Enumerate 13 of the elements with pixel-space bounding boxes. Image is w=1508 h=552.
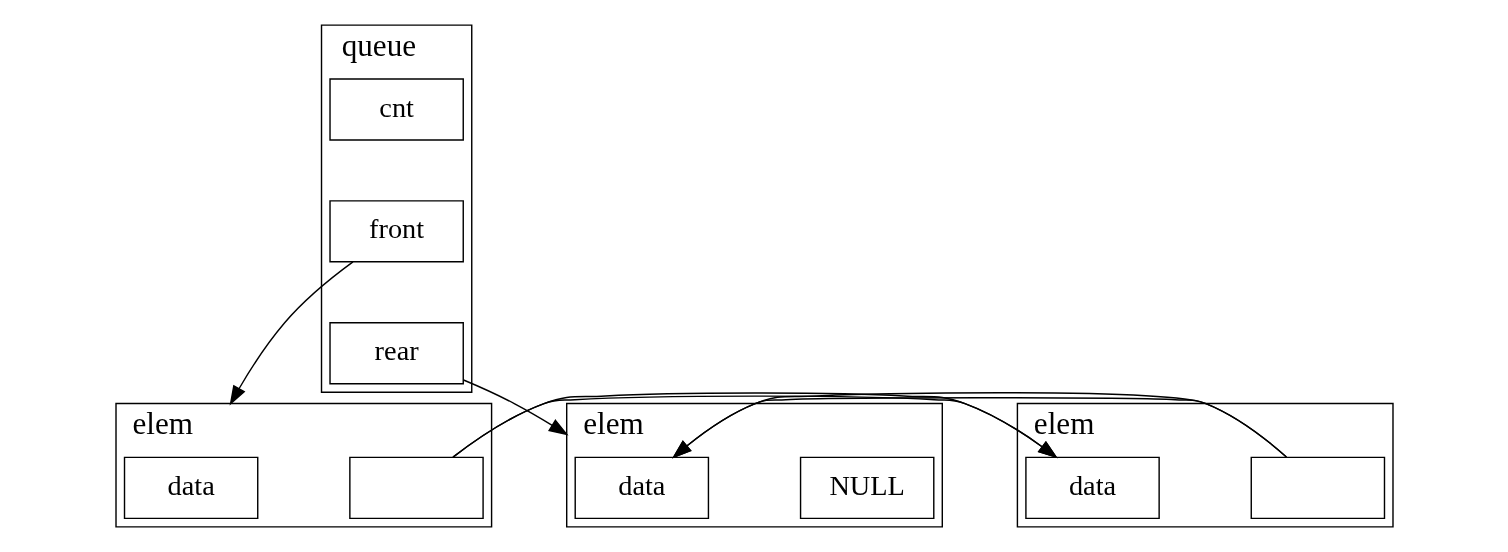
- arrow: [229, 261, 354, 406]
- node-box: [1250, 456, 1385, 520]
- arrow: [451, 392, 1058, 459]
- node-box: data: [1024, 456, 1160, 520]
- node-box: rear: [328, 322, 464, 385]
- node-box: cnt: [328, 78, 464, 141]
- node-box: NULL: [799, 456, 934, 520]
- node-box: [348, 456, 484, 520]
- arrow: [671, 392, 1287, 459]
- node-box: data: [574, 456, 709, 520]
- node-box: data: [123, 456, 258, 520]
- arrow: [462, 379, 569, 436]
- node-box: front: [328, 200, 464, 263]
